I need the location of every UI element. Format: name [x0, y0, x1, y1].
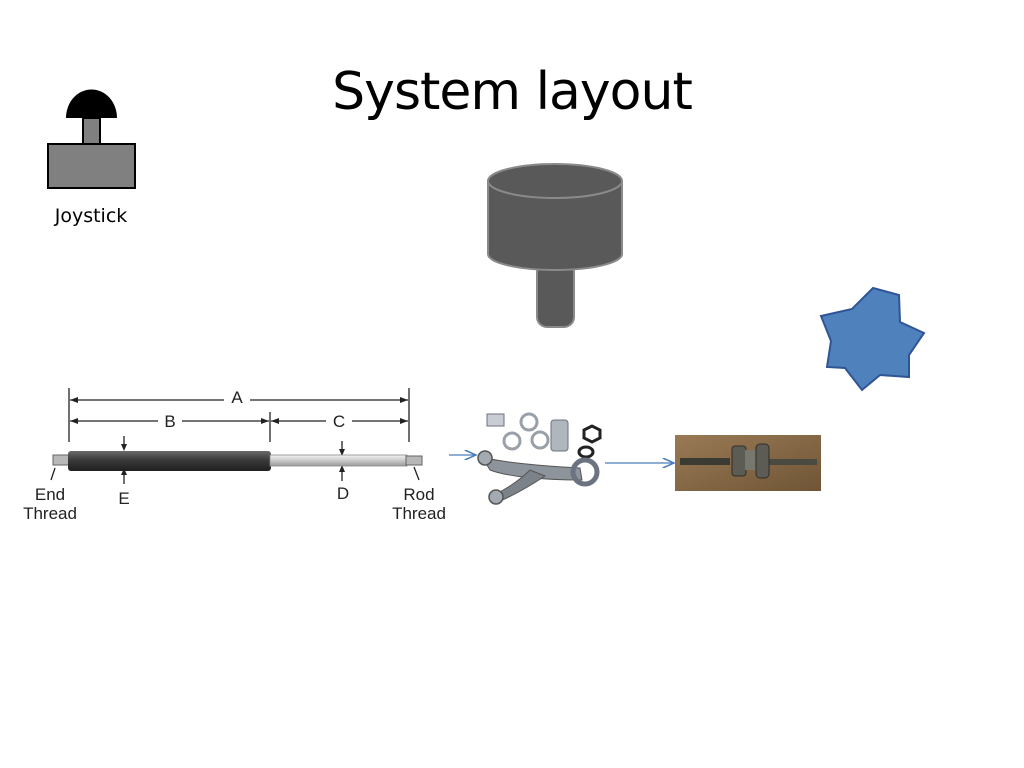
end-thread-label-line2: Thread: [23, 504, 77, 523]
joystick-knob: [66, 89, 117, 118]
dim-label-e: E: [118, 489, 129, 508]
cylinder-shaft: [536, 261, 575, 328]
rod-thread-label-line1: Rod: [403, 485, 434, 504]
spring-tube: [68, 451, 271, 471]
slide-title: System layout: [332, 62, 693, 122]
dim-label-c: C: [333, 412, 345, 431]
rod-thread-stud: [405, 455, 423, 466]
joystick-stick: [82, 117, 101, 145]
connecting-rod-image: [477, 412, 602, 505]
gas-spring-body: [52, 451, 423, 471]
gas-spring-labels: A B C D E End Thread Rod Thread: [23, 388, 446, 523]
piston-rod: [269, 454, 408, 467]
rod-thread-label-line2: Thread: [392, 504, 446, 523]
cylinder-top: [487, 163, 623, 199]
star-icon: [819, 286, 926, 392]
dim-label-b: B: [164, 412, 175, 431]
gas-spring-arrowheads: [70, 397, 408, 475]
dim-label-d: D: [337, 484, 349, 503]
cylinder-icon: [487, 163, 623, 328]
end-thread-stud: [52, 454, 70, 466]
dim-label-a: A: [231, 388, 243, 407]
crankshaft-image: [675, 435, 821, 491]
end-thread-label-line1: End: [35, 485, 65, 504]
joystick-icon: [47, 89, 136, 189]
joystick-base: [47, 143, 136, 189]
joystick-label: Joystick: [54, 205, 128, 227]
cylinder-body: [487, 180, 623, 271]
